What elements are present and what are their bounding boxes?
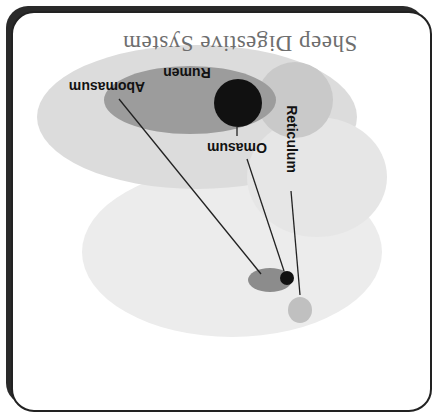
body-region (247, 117, 387, 237)
leader-line (119, 99, 261, 274)
leader-line (291, 191, 300, 295)
part-label: Omasum (207, 139, 267, 154)
leader-line (247, 159, 284, 271)
leader-line (236, 127, 237, 136)
omasum-shape (214, 79, 262, 127)
part-label: Rumen (163, 64, 210, 79)
part-label: Abomasum (69, 78, 145, 93)
part-label: Reticulum (283, 105, 298, 173)
diagram-title: Sheep Digestive System (123, 30, 358, 55)
reticulum-small (288, 297, 312, 323)
frame (12, 12, 431, 411)
omasum-small (280, 271, 294, 285)
